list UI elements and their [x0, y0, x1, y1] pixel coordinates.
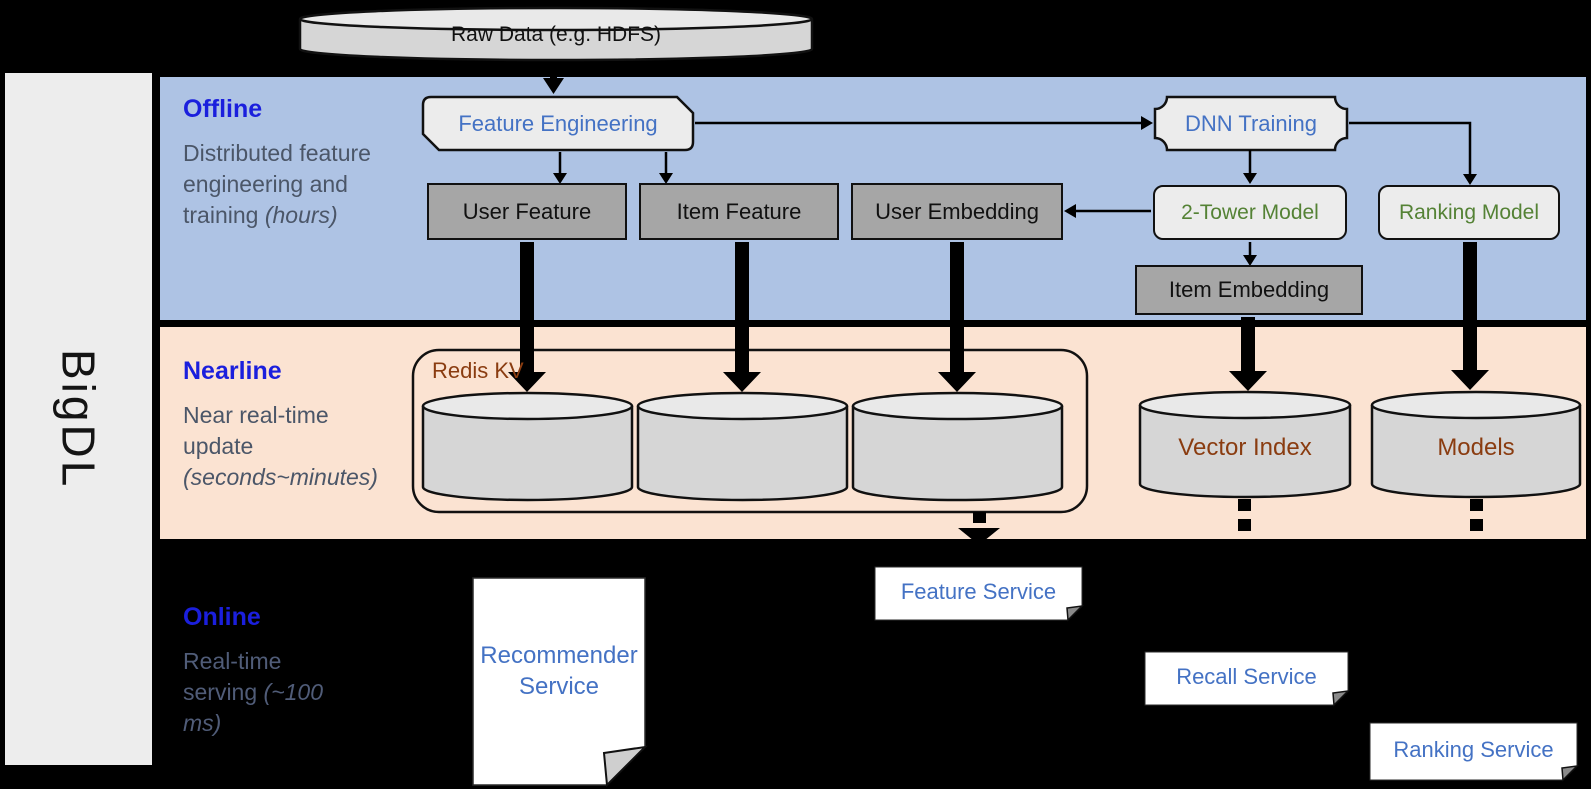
- vector-index-label: Vector Index: [1178, 434, 1312, 461]
- user-feature-node: User Feature: [427, 183, 627, 240]
- redis-cylinder-1: [421, 391, 634, 502]
- item-embedding-node: Item Embedding: [1135, 265, 1363, 315]
- redis-cylinder-2: [636, 391, 849, 502]
- feature-engineering-label: Feature Engineering: [458, 110, 658, 136]
- raw-data-cylinder: [298, 6, 814, 62]
- dnn-training-label: DNN Training: [1184, 110, 1318, 136]
- ranking-service-doc: [1369, 722, 1580, 782]
- offline-description: Distributed feature engineering and trai…: [183, 140, 371, 228]
- arrow-itemfeature-to-redis: [723, 242, 761, 392]
- arrow-userfeature-to-redis: [508, 242, 546, 392]
- offline-title: Offline: [183, 95, 263, 123]
- two-tower-model-node: 2-Tower Model: [1153, 185, 1347, 240]
- raw-data-label: Raw Data (e.g. HDFS): [450, 23, 662, 46]
- folded-corner-icon: [1561, 764, 1580, 782]
- thick-arrows: [508, 242, 1489, 392]
- recall-service-label: Recall Service: [1176, 664, 1317, 689]
- arrow-rawdata-to-feature-engineering: [543, 62, 564, 94]
- user-embedding-node: User Embedding: [851, 183, 1063, 240]
- recall-service-doc: [1144, 651, 1351, 707]
- feature-service-doc: [874, 566, 1085, 622]
- vector-index-cylinder: [1138, 390, 1352, 499]
- dashed-links: [958, 499, 1483, 545]
- redis-kv-container: [411, 348, 1089, 514]
- folded-corner-icon: [1332, 689, 1351, 707]
- models-label: Models: [1437, 434, 1515, 461]
- arrow-itemembedding-to-vectorindex: [1229, 317, 1267, 391]
- folded-corner-icon: [602, 745, 648, 788]
- recommender-service-doc: [472, 577, 648, 788]
- nearline-title: Nearline: [183, 357, 282, 385]
- recommender-service-label: Recommender Service: [480, 642, 638, 700]
- arrow-rankingmodel-to-models: [1451, 242, 1489, 390]
- dnn-training-box: [1153, 95, 1349, 152]
- folded-corner-icon: [1066, 604, 1085, 622]
- arrow-redis-to-featureservice: [958, 528, 1000, 545]
- ranking-service-label: Ranking Service: [1393, 737, 1554, 762]
- models-cylinder: [1370, 390, 1582, 499]
- feature-engineering-box: [421, 95, 695, 152]
- nearline-description: Near real-time update (seconds~minutes): [183, 402, 378, 490]
- feature-service-label: Feature Service: [900, 579, 1057, 604]
- online-title: Online: [183, 603, 261, 631]
- bigdl-brand-bar: BigDL: [5, 73, 152, 765]
- thin-arrows: [543, 62, 1477, 266]
- arrow-userembedding-to-redis: [938, 242, 976, 392]
- redis-cylinder-3: [851, 391, 1064, 502]
- item-feature-node: Item Feature: [639, 183, 839, 240]
- bigdl-brand-label: BigDL: [52, 348, 105, 490]
- ranking-model-node: Ranking Model: [1378, 185, 1560, 240]
- online-description: Real-time serving (~100 ms): [183, 648, 324, 736]
- redis-kv-label: Redis KV: [432, 358, 524, 383]
